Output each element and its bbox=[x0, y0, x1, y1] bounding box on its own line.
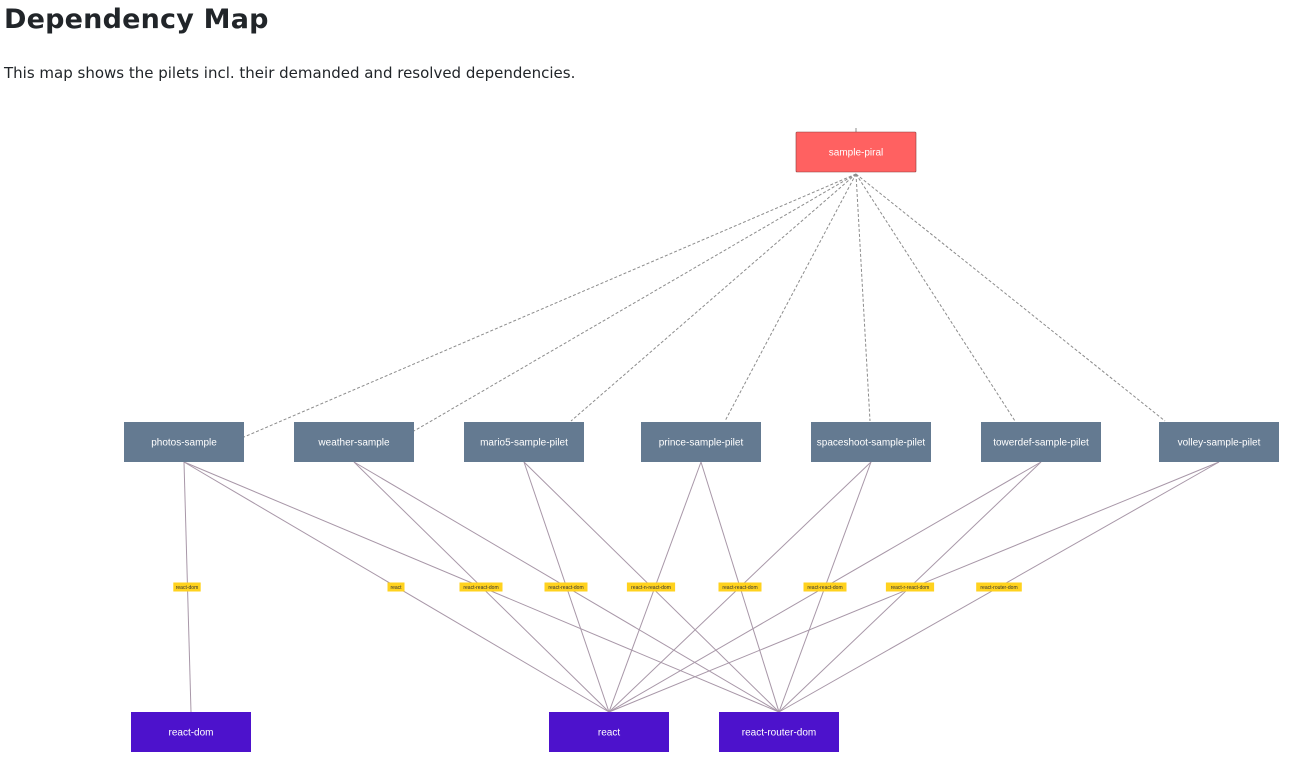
edge-label-text: react-router-dom bbox=[980, 585, 1017, 591]
dependency-node-react-dom-box[interactable] bbox=[131, 712, 251, 752]
edge-label: react-r-react-dom bbox=[885, 582, 935, 592]
pilet-node-weather-sample[interactable]: weather-sample bbox=[294, 422, 414, 462]
edge-label: react-react-dom bbox=[544, 582, 588, 592]
edge-label: react-react-dom bbox=[459, 582, 503, 592]
edge-labels-layer: react-dom react react-react-dom react-react… bbox=[173, 582, 1022, 592]
edge-label-text: react-dom bbox=[176, 585, 199, 591]
pilet-node-prince-sample-pilet-label: prince-sample-pilet bbox=[659, 438, 744, 449]
edge-label-text: react-react-dom bbox=[548, 585, 583, 591]
edge-label-text: react-r-react-dom bbox=[891, 585, 930, 591]
pilet-node-photos-sample[interactable]: photos-sample bbox=[124, 422, 244, 462]
edge-label-text: react-react-dom bbox=[722, 585, 757, 591]
pilet-node-prince-sample-pilet-box[interactable] bbox=[641, 422, 761, 462]
edge-label: react bbox=[387, 582, 405, 592]
edge-label-text: react bbox=[390, 585, 402, 591]
dependency-node-react-label: react bbox=[598, 728, 620, 739]
pilet-node-volley-sample-pilet[interactable]: volley-sample-pilet bbox=[1159, 422, 1279, 462]
pilet-node-spaceshoot-sample-pilet[interactable]: spaceshoot-sample-pilet bbox=[811, 422, 931, 462]
edge-label-tag bbox=[544, 582, 588, 592]
dependency-node-react-dom-label: react-dom bbox=[168, 728, 213, 739]
edge-label-tag bbox=[626, 582, 676, 592]
page-description: This map shows the pilets incl. their de… bbox=[4, 64, 576, 82]
app-node-sample-piral[interactable]: sample-piral bbox=[795, 131, 917, 173]
edge-label-tag bbox=[885, 582, 935, 592]
pilet-node-towerdef-sample-pilet[interactable]: towerdef-sample-pilet bbox=[981, 422, 1101, 462]
app-to-p1-edge bbox=[413, 173, 857, 432]
app-to-p0-edge bbox=[243, 173, 857, 438]
app-node-sample-piral-box[interactable] bbox=[795, 131, 917, 173]
dependency-node-react-router-dom-label: react-router-dom bbox=[742, 728, 816, 739]
app-node-sample-piral-label: sample-piral bbox=[829, 148, 883, 159]
pilet-node-photos-sample-box[interactable] bbox=[124, 422, 244, 462]
edge-label: react-router-dom bbox=[976, 582, 1022, 592]
dependency-node-react-router-dom-box[interactable] bbox=[719, 712, 839, 752]
edge-label: react-n-react-dom bbox=[626, 582, 676, 592]
edge-label-tag bbox=[718, 582, 762, 592]
edge-label-tag bbox=[803, 582, 847, 592]
edge-label-tag bbox=[173, 582, 201, 592]
pilet-node-weather-sample-label: weather-sample bbox=[317, 438, 390, 449]
edge-label-text: react-react-dom bbox=[463, 585, 498, 591]
nodes-layer: sample-piral photos-sample weather-sample m… bbox=[124, 131, 1279, 752]
pilet-node-volley-sample-pilet-box[interactable] bbox=[1159, 422, 1279, 462]
edge-label: react-react-dom bbox=[718, 582, 762, 592]
pilet-node-spaceshoot-sample-pilet-box[interactable] bbox=[811, 422, 931, 462]
pilet-node-volley-sample-pilet-label: volley-sample-pilet bbox=[1178, 438, 1261, 449]
app-to-p3-edge bbox=[724, 173, 857, 422]
pilet-node-prince-sample-pilet[interactable]: prince-sample-pilet bbox=[641, 422, 761, 462]
pilet-node-mario5-sample-pilet-label: mario5-sample-pilet bbox=[480, 438, 568, 449]
app-to-p5-edge bbox=[855, 173, 1016, 422]
dependency-node-react[interactable]: react bbox=[549, 712, 669, 752]
pilet-node-towerdef-sample-pilet-box[interactable] bbox=[981, 422, 1101, 462]
edge-label-tag bbox=[387, 582, 405, 592]
edge-label: react-dom bbox=[173, 582, 201, 592]
edge-label-text: react-react-dom bbox=[807, 585, 842, 591]
edges-layer bbox=[183, 128, 1220, 713]
pilet-node-photos-sample-label: photos-sample bbox=[151, 438, 217, 449]
dependency-node-react-router-dom[interactable]: react-router-dom bbox=[719, 712, 839, 752]
dependency-node-react-dom[interactable]: react-dom bbox=[131, 712, 251, 752]
pilet-node-towerdef-sample-pilet-label: towerdef-sample-pilet bbox=[993, 438, 1089, 449]
pilet-node-mario5-sample-pilet[interactable]: mario5-sample-pilet bbox=[464, 422, 584, 462]
app-to-p2-edge bbox=[570, 173, 857, 422]
pilet-node-spaceshoot-sample-pilet-label: spaceshoot-sample-pilet bbox=[817, 438, 926, 449]
edge-label-tag bbox=[976, 582, 1022, 592]
pilet-node-mario5-sample-pilet-box[interactable] bbox=[464, 422, 584, 462]
dependency-node-react-box[interactable] bbox=[549, 712, 669, 752]
edge-label-text: react-n-react-dom bbox=[631, 585, 671, 591]
app-to-p6-edge bbox=[855, 173, 1166, 422]
edge-label-tag bbox=[459, 582, 503, 592]
page-title: Dependency Map bbox=[4, 4, 269, 35]
app-to-p4-edge bbox=[855, 173, 871, 422]
edge-label: react-react-dom bbox=[803, 582, 847, 592]
pilet-node-weather-sample-box[interactable] bbox=[294, 422, 414, 462]
